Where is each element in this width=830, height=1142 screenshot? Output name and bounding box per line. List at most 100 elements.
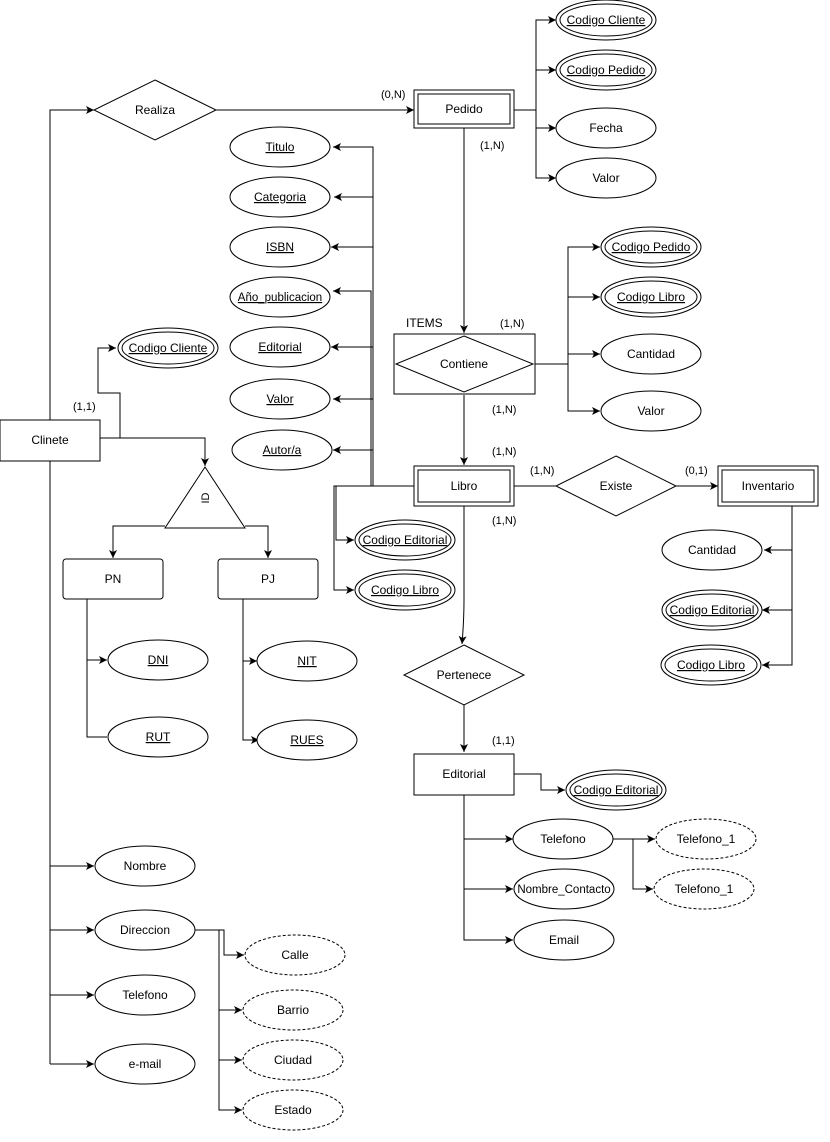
attr-editorial-telefono[interactable]: Telefono	[512, 818, 614, 860]
cardinality-contiene-bottom: (1,N)	[492, 404, 516, 416]
attr-editorial-telefono-1a[interactable]: Telefono_1	[655, 818, 757, 860]
entity-pn[interactable]: PN	[62, 558, 164, 600]
attr-inventario-codigo-libro[interactable]: Codigo Libro	[660, 644, 762, 686]
attr-libro-codigo-libro[interactable]: Codigo Libro	[354, 569, 456, 611]
attr-inventario-codigo-editorial[interactable]: Codigo Editorial	[661, 589, 763, 631]
attr-pedido-valor[interactable]: Valor	[555, 157, 657, 199]
attr-libro-autor[interactable]: Autor/a	[231, 429, 333, 471]
attr-label: RUT	[146, 730, 171, 744]
attr-label: Direccion	[120, 923, 170, 937]
connectors	[49, 16, 793, 1114]
attr-label: Estado	[274, 1103, 312, 1117]
entity-inventario-label: Inventario	[742, 479, 795, 493]
attr-editorial-telefono-1b[interactable]: Telefono_1	[653, 868, 755, 910]
attr-label: Autor/a	[263, 443, 302, 457]
entity-pj[interactable]: PJ	[217, 558, 319, 600]
attr-libro-codigo-editorial[interactable]: Codigo Editorial	[354, 519, 456, 561]
attr-libro-titulo[interactable]: Titulo	[229, 126, 331, 168]
attr-label: Valor	[637, 404, 664, 418]
attr-pedido-fecha[interactable]: Fecha	[555, 107, 657, 149]
attr-label: Nombre	[124, 859, 167, 873]
cardinality-editorial: (1,1)	[492, 735, 515, 747]
attr-cliente-email[interactable]: e-mail	[94, 1043, 196, 1085]
attr-cliente-codigo-cliente[interactable]: Codigo Cliente	[117, 327, 219, 369]
attr-label: Codigo Pedido	[567, 63, 646, 77]
attr-cliente-nombre[interactable]: Nombre	[94, 845, 196, 887]
entity-pj-label: PJ	[261, 572, 275, 586]
attr-label: Titulo	[266, 140, 295, 154]
attr-label: Valor	[592, 171, 619, 185]
cardinality-pedido-contiene: (1,N)	[480, 140, 504, 152]
attr-libro-anio-publicacion[interactable]: Año_publicacion	[229, 276, 331, 318]
attr-label: Codigo Pedido	[612, 240, 691, 254]
attr-label: Fecha	[589, 121, 623, 135]
relationship-existe-label: Existe	[600, 479, 633, 493]
relationship-contiene[interactable]: Contiene	[393, 333, 536, 395]
attr-label: e-mail	[129, 1057, 162, 1071]
isa-id-label: ID	[200, 492, 212, 503]
attr-libro-isbn[interactable]: ISBN	[229, 226, 331, 268]
relationship-pertenece-label: Pertenece	[437, 668, 492, 682]
attr-contiene-codigo-pedido[interactable]: Codigo Pedido	[600, 226, 702, 268]
entity-editorial[interactable]: Editorial	[413, 753, 515, 796]
attr-label: Codigo Editorial	[574, 783, 659, 797]
attr-contiene-valor[interactable]: Valor	[600, 390, 702, 432]
attr-label: Codigo Libro	[677, 658, 745, 672]
attr-editorial-nombre-contacto[interactable]: Nombre_Contacto	[513, 868, 615, 910]
attr-label: Barrio	[277, 1003, 309, 1017]
attr-label: Cantidad	[688, 543, 736, 557]
attr-label: Codigo Libro	[371, 583, 439, 597]
attr-libro-categoria[interactable]: Categoria	[229, 176, 331, 218]
relationship-realiza[interactable]: Realiza	[92, 79, 218, 141]
entity-inventario[interactable]: Inventario	[717, 465, 819, 507]
entity-cliente[interactable]: Clinete	[0, 419, 101, 462]
attr-editorial-email[interactable]: Email	[513, 919, 615, 961]
items-label: ITEMS	[406, 316, 443, 330]
relationship-realiza-label: Realiza	[135, 103, 175, 117]
attr-label: Codigo Editorial	[363, 533, 448, 547]
relationship-contiene-label: Contiene	[440, 357, 488, 371]
attr-pn-dni[interactable]: DNI	[107, 639, 209, 681]
attr-direccion-barrio[interactable]: Barrio	[242, 989, 344, 1031]
attr-direccion-estado[interactable]: Estado	[242, 1089, 344, 1131]
attr-libro-valor[interactable]: Valor	[229, 378, 331, 420]
entity-pedido[interactable]: Pedido	[413, 89, 515, 129]
attr-label: Telefono_1	[677, 832, 736, 846]
attr-contiene-cantidad[interactable]: Cantidad	[600, 333, 702, 375]
attr-pedido-codigo-pedido[interactable]: Codigo Pedido	[555, 49, 657, 91]
cardinality-pedido-realiza: (0,N)	[381, 89, 405, 101]
isa-triangle-id[interactable]: ID	[164, 466, 246, 529]
entity-libro[interactable]: Libro	[413, 465, 515, 507]
attr-editorial-codigo-editorial[interactable]: Codigo Editorial	[565, 769, 667, 811]
attr-pj-rues[interactable]: RUES	[256, 719, 358, 761]
attr-label: Cantidad	[627, 347, 675, 361]
relationship-pertenece[interactable]: Pertenece	[402, 644, 526, 706]
attr-cliente-direccion[interactable]: Direccion	[94, 909, 196, 951]
attr-pedido-codigo-cliente[interactable]: Codigo Cliente	[555, 0, 657, 41]
attr-label: Editorial	[258, 340, 301, 354]
attr-direccion-ciudad[interactable]: Ciudad	[242, 1039, 344, 1081]
attr-libro-editorial[interactable]: Editorial	[229, 326, 331, 368]
attr-label: Codigo Cliente	[567, 13, 646, 27]
attr-pj-nit[interactable]: NIT	[256, 640, 358, 682]
attr-label: Calle	[281, 948, 309, 962]
attr-label: Año_publicacion	[238, 292, 322, 304]
attr-contiene-codigo-libro[interactable]: Codigo Libro	[600, 276, 702, 318]
entity-pedido-label: Pedido	[445, 102, 483, 116]
attr-pn-rut[interactable]: RUT	[107, 716, 209, 758]
attr-label: Telefono_1	[675, 882, 734, 896]
attr-direccion-calle[interactable]: Calle	[244, 934, 346, 976]
cardinality-contiene-top: (1,N)	[500, 318, 524, 330]
relationship-existe[interactable]: Existe	[554, 455, 678, 517]
attr-label: DNI	[148, 653, 169, 667]
attr-cliente-telefono[interactable]: Telefono	[94, 974, 196, 1016]
cardinality-libro-top: (1,N)	[492, 446, 516, 458]
attr-label: Email	[549, 933, 579, 947]
entity-pn-label: PN	[105, 572, 122, 586]
attr-inventario-cantidad[interactable]: Cantidad	[661, 529, 763, 571]
entity-cliente-label: Clinete	[31, 433, 69, 447]
cardinality-inventario: (0,1)	[685, 465, 708, 477]
attr-label: NIT	[297, 654, 317, 668]
cardinality-cliente: (1,1)	[73, 401, 96, 413]
